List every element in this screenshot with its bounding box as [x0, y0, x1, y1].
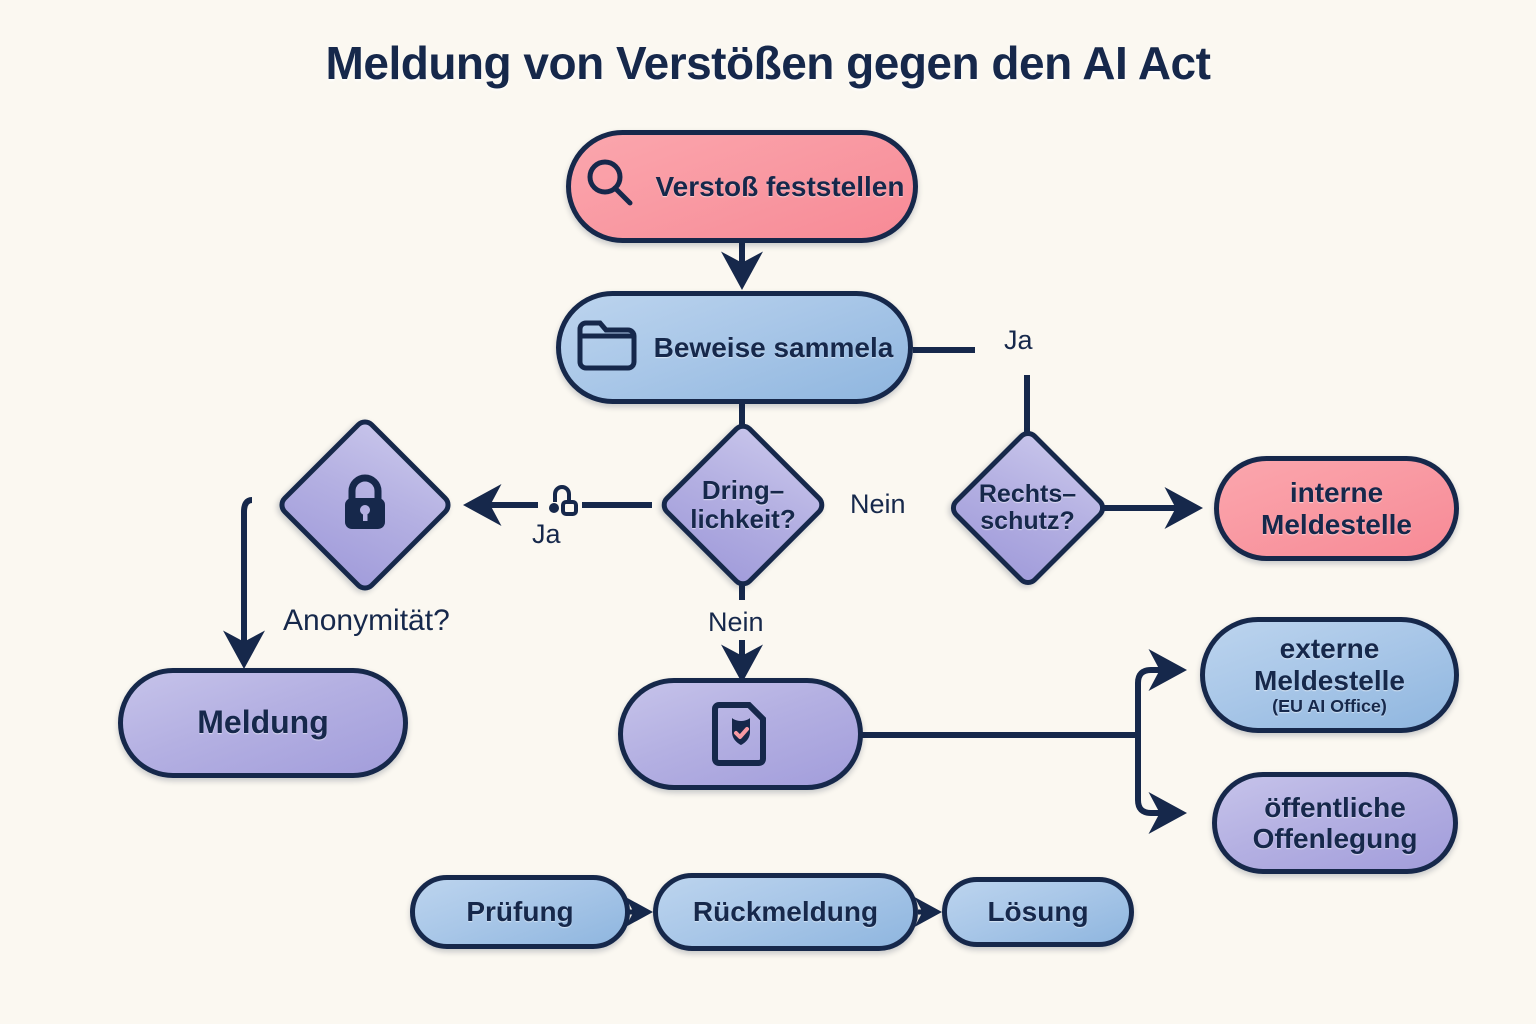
lock-icon [336, 472, 394, 539]
node-rechtsschutz[interactable]: Rechts– schutz? [945, 425, 1110, 591]
node-rueckmeldung[interactable]: Rückmeldung [653, 873, 918, 951]
edge-dokument-externe [1135, 649, 1187, 735]
node-dokument-pruefen[interactable] [618, 678, 863, 790]
node-beweise-sammeln[interactable]: Beweise sammela [556, 291, 913, 404]
node-label-line2: lichkeit? [690, 504, 796, 534]
node-label-line2: Offenlegung [1252, 823, 1418, 854]
node-label-line1: externe [1279, 633, 1380, 665]
node-label-line2: Meldestelle [1254, 664, 1405, 696]
node-label: externe Meldestelle (EU AI Office) [1254, 633, 1405, 716]
edge-label-nein-rechtsschutz: Nein [850, 489, 906, 519]
node-label: Verstoß feststellen [655, 170, 905, 202]
node-label-line2: Meldestelle [1261, 508, 1412, 540]
node-label-line1: Dring– [701, 475, 785, 506]
small-lock-icon [545, 480, 579, 523]
node-meldung[interactable]: Meldung [118, 668, 408, 778]
node-pruefung[interactable]: Prüfung [410, 875, 630, 949]
node-label: öffentliche Offenlegung [1253, 792, 1418, 855]
edge-label-nein-dokument: Nein [708, 607, 764, 637]
node-label: Meldung [197, 704, 329, 741]
node-oeffentliche-offenlegung[interactable]: öffentliche Offenlegung [1212, 772, 1458, 874]
node-label: Rückmeldung [692, 896, 879, 928]
node-label-line1: Rechts– [978, 479, 1077, 508]
node-anonymitaet[interactable] [255, 414, 475, 596]
edge-label-ja-rechtsschutz: Ja [1004, 325, 1033, 355]
anonymitaet-caption: Anonymität? [283, 604, 450, 637]
edge-anonymitaet-meldung [223, 497, 265, 669]
node-label: Prüfung [466, 896, 574, 928]
node-dringlichkeit[interactable]: Dring– lichkeit? [650, 418, 836, 592]
node-label: interne Meldestelle [1261, 477, 1412, 540]
node-interne-meldestelle[interactable]: interne Meldestelle [1214, 456, 1459, 561]
node-verstoss-feststellen[interactable]: Verstoß feststellen [566, 130, 918, 243]
edge-label-ja-anonymitaet: Ja [532, 519, 561, 549]
page-title: Meldung von Verstößen gegen den AI Act [325, 37, 1211, 89]
node-label: Rechts– schutz? [978, 479, 1077, 536]
edge-dokument-offenlegung [1135, 735, 1187, 834]
node-label-line1: interne [1289, 477, 1384, 509]
folder-icon [576, 317, 638, 377]
node-externe-meldestelle[interactable]: externe Meldestelle (EU AI Office) [1200, 617, 1459, 733]
node-label-line3: (EU AI Office) [1272, 696, 1387, 717]
node-label: Dring– lichkeit? [690, 476, 795, 533]
node-label-line2: schutz? [980, 507, 1075, 535]
node-loesung[interactable]: Lösung [942, 877, 1134, 947]
node-label-line1: öffentliche [1264, 791, 1406, 823]
magnifier-icon [580, 153, 640, 219]
node-label: Beweise sammela [653, 331, 894, 363]
document-shield-check-icon [709, 697, 773, 772]
node-label: Lösung [987, 896, 1089, 928]
